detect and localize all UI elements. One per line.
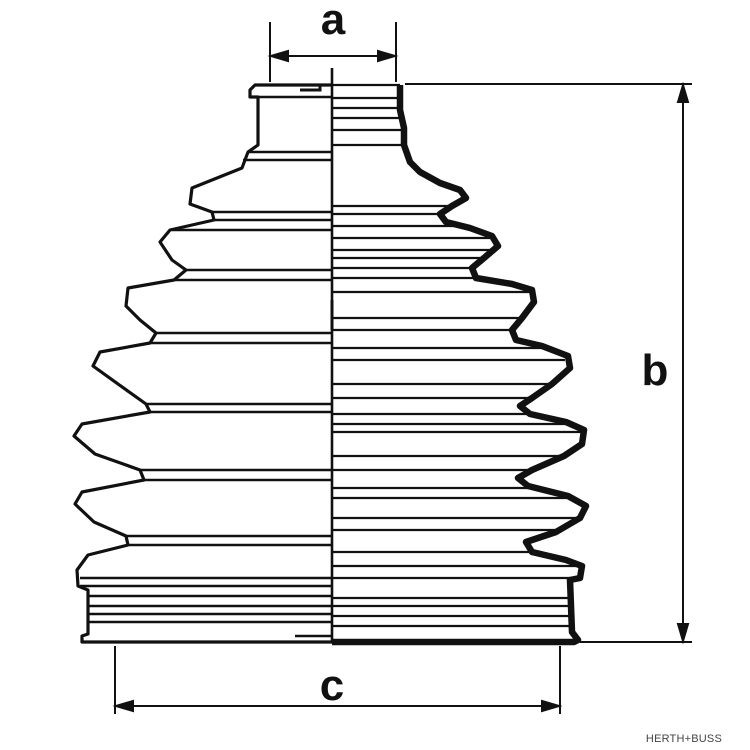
brand-watermark: HERTH+BUSS [646,733,722,745]
boot-left-ribs [80,95,332,638]
dimension-b-label: b [642,346,669,395]
boot-right-ribs [332,83,582,628]
dimension-b [405,81,692,645]
boot-left-contour [72,83,332,644]
dimension-a [267,22,399,82]
dimension-c-label: c [320,661,344,710]
boot-section-step-lines [300,83,334,330]
dimension-c [112,646,563,714]
boot-right-section-contour [332,85,590,646]
dimension-a-label: a [321,0,346,44]
